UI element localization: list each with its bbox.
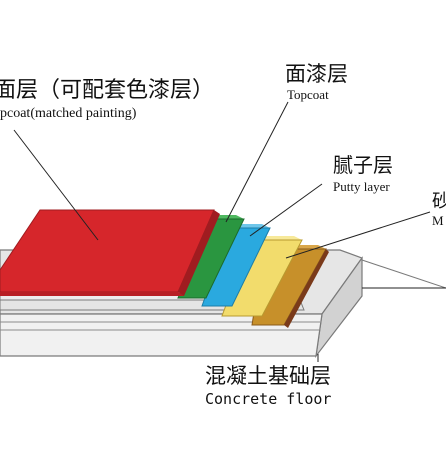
paint-layer xyxy=(0,209,220,296)
paint-side xyxy=(178,210,220,296)
edge-layer-title: 砂 xyxy=(432,191,446,212)
concrete-floor-subtitle: Concrete floor xyxy=(205,390,332,408)
putty-title: 腻子层 xyxy=(333,153,393,177)
edge-layer-subtitle: M xyxy=(432,213,444,228)
paint-top xyxy=(0,209,215,293)
leader-edge xyxy=(285,211,431,259)
paint-layer-subtitle: pcoat(matched painting) xyxy=(0,106,137,121)
leader-putty xyxy=(249,183,323,237)
leader-lines xyxy=(13,101,446,362)
concrete-floor-title: 混凝土基础层 xyxy=(205,364,331,388)
paint-front xyxy=(0,292,184,296)
primer-edge xyxy=(284,249,329,328)
topcoat-subtitle: Topcoat xyxy=(287,87,329,102)
concrete-front xyxy=(0,313,323,357)
leader-topcoat xyxy=(225,101,289,223)
paint-layer-title: 面层（可配套色漆层） xyxy=(0,78,215,103)
concrete-right-edge xyxy=(361,259,446,289)
concrete-edge-line xyxy=(361,259,446,289)
topcoat-title: 面漆层 xyxy=(285,62,348,86)
putty-subtitle: Putty layer xyxy=(333,179,390,194)
leader-paint xyxy=(13,129,99,241)
